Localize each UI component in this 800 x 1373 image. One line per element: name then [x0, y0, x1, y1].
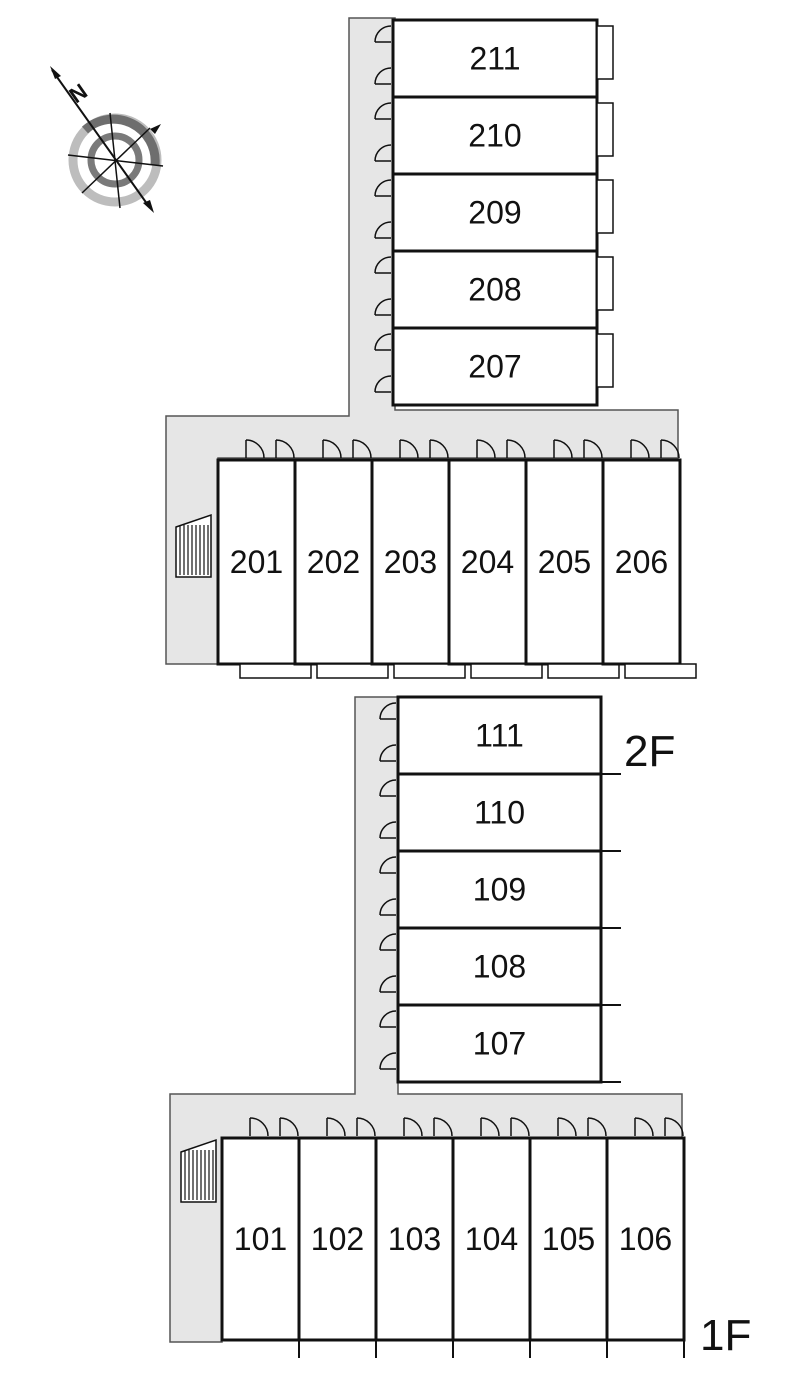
unit-208: 208: [374, 249, 614, 330]
unit-label: 209: [468, 195, 521, 231]
unit-label: 203: [384, 544, 437, 580]
unit-label: 106: [619, 1221, 672, 1257]
unit-205: 205: [524, 439, 620, 679]
unit-106: 106: [605, 1117, 686, 1358]
unit-label: 204: [461, 544, 514, 580]
unit-111: 111: [379, 695, 621, 776]
unit-105: 105: [528, 1117, 609, 1358]
unit-104: 104: [451, 1117, 532, 1358]
unit-label: 205: [538, 544, 591, 580]
unit-107: 107: [379, 1003, 621, 1084]
unit-211: 211: [374, 18, 614, 99]
unit-203: 203: [370, 439, 466, 679]
unit-201: 201: [216, 439, 312, 679]
unit-label: 202: [307, 544, 360, 580]
north-label: N: [65, 79, 92, 109]
compass-rose-icon: N: [50, 66, 164, 213]
unit-102: 102: [297, 1117, 378, 1358]
floor-label: 2F: [624, 727, 675, 776]
unit-108: 108: [379, 926, 621, 1007]
unit-label: 210: [468, 118, 521, 154]
unit-204: 204: [447, 439, 543, 679]
unit-209: 209: [374, 172, 614, 253]
unit-label: 110: [474, 795, 525, 831]
stairs-icon: [180, 1138, 217, 1203]
unit-210: 210: [374, 95, 614, 176]
unit-label: 111: [475, 718, 524, 754]
unit-label: 108: [473, 949, 526, 985]
floor-2: 211 210 209 208 207 201 202 203 204 205 206 2F: [165, 17, 697, 776]
unit-label: 104: [465, 1221, 518, 1257]
unit-label: 208: [468, 272, 521, 308]
unit-label: 211: [469, 41, 520, 77]
floor-1: 111 110 109 108 107 101 102 103 104 105 106 1F: [169, 695, 751, 1360]
unit-label: 103: [388, 1221, 441, 1257]
unit-label: 101: [234, 1221, 287, 1257]
unit-103: 103: [374, 1117, 455, 1358]
unit-label: 201: [230, 544, 283, 580]
unit-207: 207: [374, 326, 614, 407]
unit-label: 102: [311, 1221, 364, 1257]
unit-101: 101: [220, 1117, 301, 1358]
floor-label: 1F: [700, 1311, 751, 1360]
unit-label: 207: [468, 349, 521, 385]
unit-label: 107: [473, 1026, 526, 1062]
unit-109: 109: [379, 849, 621, 930]
unit-label: 206: [615, 544, 668, 580]
unit-110: 110: [379, 772, 621, 853]
unit-206: 206: [601, 439, 697, 679]
unit-label: 109: [473, 872, 526, 908]
stairs-icon: [175, 513, 212, 578]
unit-label: 105: [542, 1221, 595, 1257]
